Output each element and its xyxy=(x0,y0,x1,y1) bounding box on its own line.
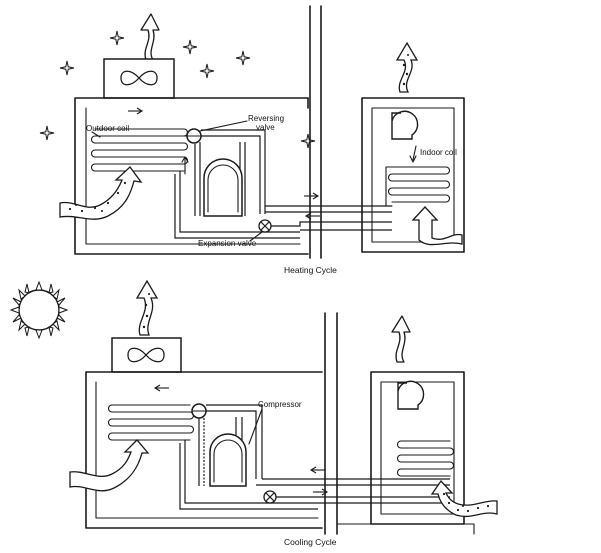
indoor-unit xyxy=(361,97,465,253)
flow-arrow-icon xyxy=(310,466,326,474)
star-icon xyxy=(39,125,55,141)
air-flow-arrow-icon xyxy=(135,279,159,336)
compressor-label: Compressor xyxy=(258,400,302,409)
outdoor-coil-label: Outdoor coil xyxy=(86,124,129,133)
indoor-unit xyxy=(370,371,465,525)
air-flow-arrow-icon xyxy=(59,166,143,220)
indoor-coil-label: Indoor coil xyxy=(420,148,457,157)
star-icon xyxy=(300,133,316,149)
heating-cycle-panel: Outdoor coil Reversing valve Indoor coil… xyxy=(39,5,465,275)
star-icon xyxy=(109,30,125,46)
flow-arrow-icon xyxy=(305,212,321,220)
star-icon xyxy=(182,39,198,55)
star-icon xyxy=(59,60,75,76)
heating-cycle-caption: Heating Cycle xyxy=(284,265,337,275)
cooling-cycle-caption: Cooling Cycle xyxy=(284,537,337,547)
flow-arrow-icon xyxy=(127,107,143,115)
cooling-cycle-panel: Compressor Cooling Cycle xyxy=(9,279,498,547)
flow-arrow-icon xyxy=(154,384,170,392)
reversing-valve-label: Reversing xyxy=(248,114,284,123)
star-icon xyxy=(235,50,251,66)
compressor xyxy=(209,433,247,487)
blower-icon xyxy=(397,380,425,410)
star-icon xyxy=(199,63,215,79)
air-flow-arrow-icon xyxy=(411,206,463,246)
expansion-valve-icon xyxy=(258,219,272,233)
compressor xyxy=(203,158,243,217)
expansion-valve-label: Expansion valve xyxy=(198,239,257,248)
expansion-valve-icon xyxy=(263,490,277,504)
air-flow-arrow-icon xyxy=(391,315,411,363)
air-flow-arrow-icon xyxy=(69,439,150,492)
blower-icon xyxy=(391,110,419,140)
flow-arrow-icon xyxy=(303,192,319,200)
air-flow-arrow-icon xyxy=(140,13,160,61)
air-flow-arrow-icon xyxy=(430,479,498,518)
sun-icon xyxy=(9,280,69,340)
air-flow-arrow-icon xyxy=(395,41,419,93)
reversing-valve-label-line2: valve xyxy=(256,123,275,132)
